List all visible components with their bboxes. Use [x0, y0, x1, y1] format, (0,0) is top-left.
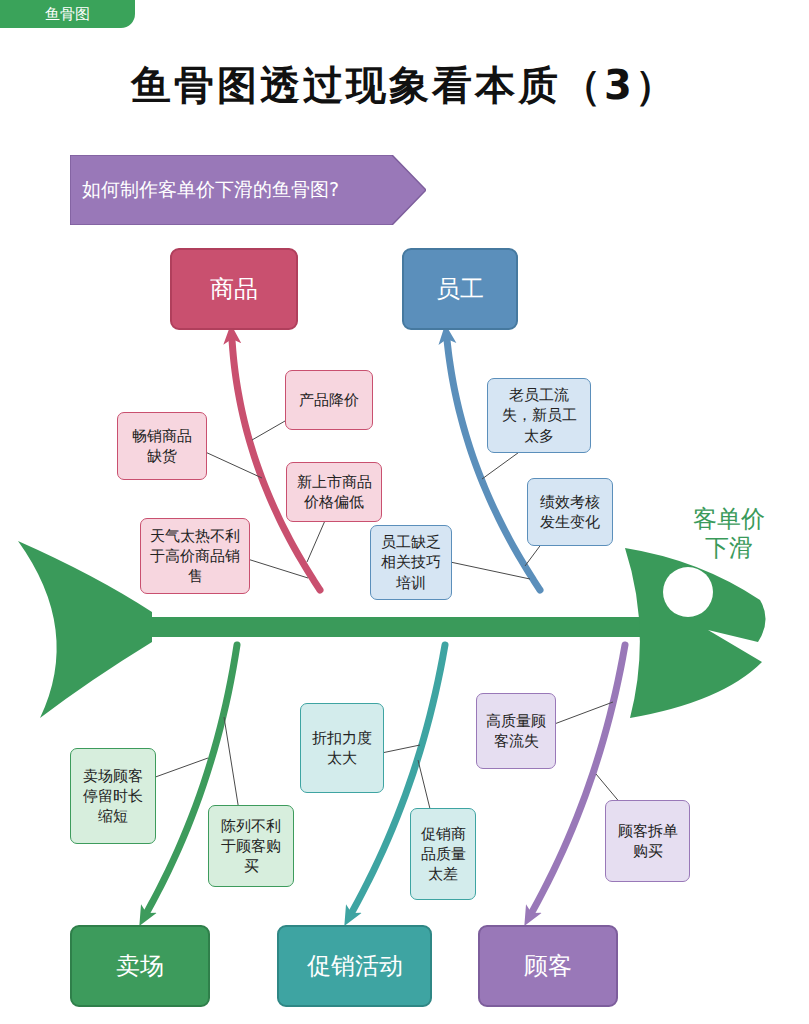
cause-text: 促销商品质量太差: [418, 824, 468, 885]
cause-text: 老员工流失，新员工太多: [495, 385, 583, 446]
cause-text: 绩效考核发生变化: [535, 492, 605, 533]
corner-tab: 鱼骨图: [0, 0, 135, 28]
leader-line: [596, 774, 618, 800]
cause-box: 陈列不利于顾客购买: [208, 805, 294, 887]
leader-line: [556, 702, 613, 723]
cause-text: 产品降价: [299, 390, 359, 410]
page-title: 鱼骨图透过现象看本质（3）: [60, 58, 749, 113]
cause-box: 促销商品质量太差: [410, 808, 476, 900]
leader-line: [307, 522, 324, 562]
node-text: 促销活动: [307, 950, 403, 982]
fish-head: [625, 548, 766, 718]
fish-spine: [148, 617, 643, 637]
category-box: 商品: [170, 248, 298, 330]
leader-line: [384, 745, 420, 753]
cause-text: 卖场顾客停留时长缩短: [78, 766, 148, 827]
question-banner: 如何制作客单价下滑的鱼骨图?: [70, 155, 426, 225]
leader-line: [482, 453, 518, 479]
cause-box: 天气太热不利于高价商品销售: [140, 518, 250, 594]
cause-box: 顾客拆单购买: [605, 800, 690, 882]
cause-box: 高质量顾客流失: [476, 693, 556, 769]
cause-text: 高质量顾客流失: [484, 711, 548, 752]
cause-text: 陈列不利于顾客购买: [216, 816, 286, 877]
leader-line: [452, 562, 530, 579]
category-box: 员工: [402, 248, 518, 330]
leader-line: [250, 560, 308, 578]
leader-line: [525, 546, 540, 566]
cause-text: 畅销商品缺货: [125, 426, 199, 467]
leader-line: [156, 758, 208, 777]
cause-box: 老员工流失，新员工太多: [487, 378, 591, 453]
banner-polygon: [70, 155, 426, 225]
cause-text: 员工缺乏相关技巧培训: [378, 532, 444, 593]
node-text: 鱼骨图: [45, 5, 90, 24]
cause-text: 天气太热不利于高价商品销售: [148, 526, 242, 587]
leader-line: [224, 717, 238, 805]
cause-box: 畅销商品缺货: [117, 412, 207, 480]
fish-eye: [663, 567, 713, 617]
node-text: 商品: [210, 273, 258, 305]
cause-text: 新上市商品价格偏低: [294, 472, 374, 513]
cause-text: 顾客拆单购买: [613, 821, 682, 862]
node-text: 顾客: [524, 950, 572, 982]
node-text: 如何制作客单价下滑的鱼骨图?: [82, 177, 339, 203]
node-text: 员工: [436, 273, 484, 305]
leader-line: [418, 760, 430, 808]
cause-box: 绩效考核发生变化: [527, 478, 613, 546]
cause-box: 员工缺乏相关技巧培训: [370, 525, 452, 600]
cause-box: 卖场顾客停留时长缩短: [70, 748, 156, 844]
leader-line: [252, 421, 285, 440]
fish-tail: [18, 541, 152, 718]
leader-line: [207, 453, 262, 478]
node-text: 卖场: [116, 950, 164, 982]
cause-box: 新上市商品价格偏低: [286, 462, 382, 522]
category-box: 卖场: [70, 925, 210, 1007]
effect-label: 客单价下滑: [690, 505, 768, 563]
category-box: 顾客: [478, 925, 618, 1007]
cause-box: 产品降价: [285, 370, 373, 430]
cause-box: 折扣力度太大: [300, 703, 384, 793]
cause-text: 折扣力度太大: [308, 728, 376, 769]
category-box: 促销活动: [277, 925, 432, 1007]
